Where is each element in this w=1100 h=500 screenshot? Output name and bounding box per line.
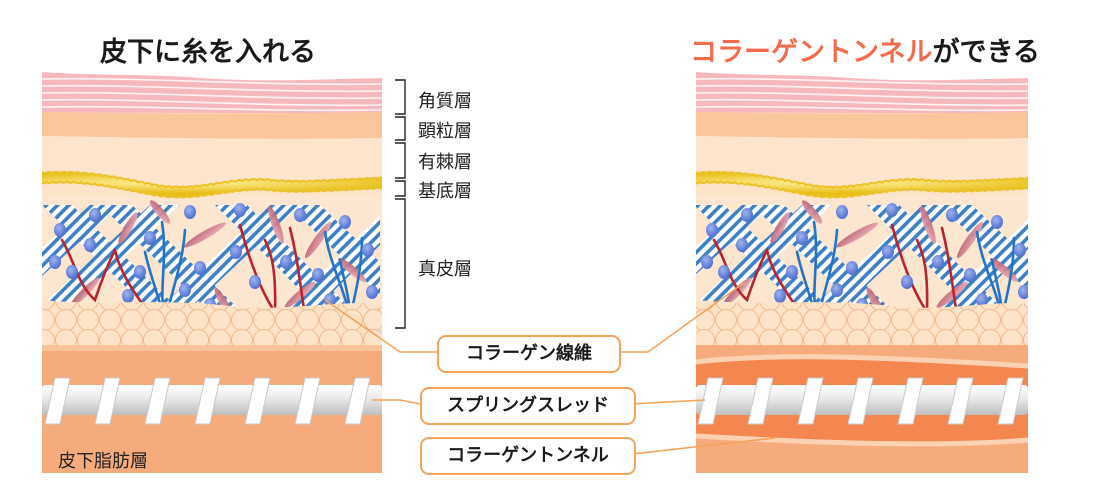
label-stratum-corneum: 角質層 (418, 87, 472, 113)
callout-spring-thread: スプリングスレッド (420, 387, 636, 425)
right-title: コラーゲントンネルができる (690, 30, 1040, 69)
right-title-rest: ができる (932, 37, 1039, 68)
left-title: 皮下に糸を入れる (100, 30, 316, 69)
callout-collagen-tunnel: コラーゲントンネル (420, 437, 636, 475)
callout-collagen-fiber: コラーゲン線維 (437, 335, 621, 373)
right-title-highlight: コラーゲントンネル (690, 37, 932, 68)
label-dermis: 真皮層 (418, 255, 472, 281)
layer-brackets (395, 80, 405, 328)
label-spinous-layer: 有棘層 (418, 148, 472, 174)
left-skin-panel (42, 68, 382, 473)
label-subcutaneous-fat: 皮下脂肪層 (58, 447, 148, 473)
right-skin-panel (694, 68, 1036, 473)
label-basal-layer: 基底層 (418, 177, 472, 203)
label-granular-layer: 顕粒層 (418, 117, 472, 143)
